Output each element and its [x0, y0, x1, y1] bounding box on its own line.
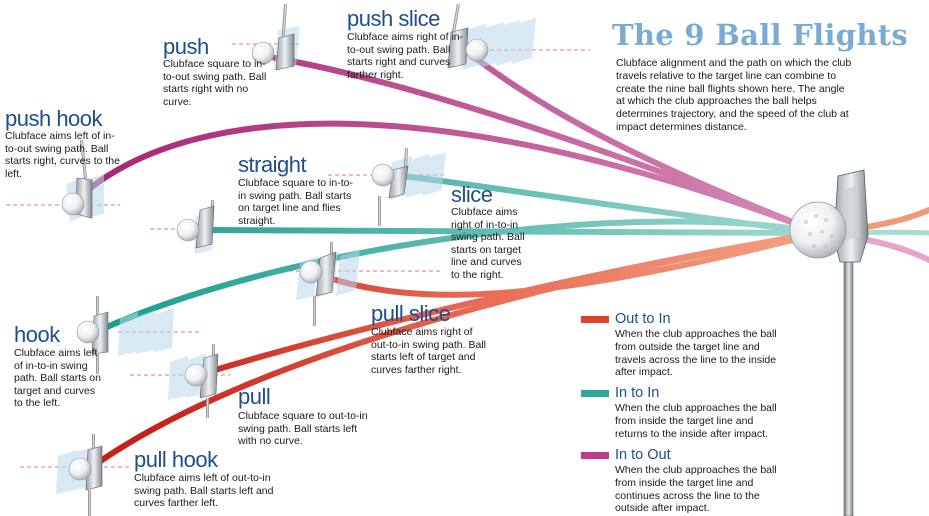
flight-desc-pull-hook: Clubface aims left of out-to-in swing pa… — [134, 472, 274, 509]
flight-desc-push: Clubface square to in-to-out swing path.… — [163, 58, 267, 108]
flight-title-push: push — [163, 34, 209, 59]
flight-title-pull: pull — [238, 384, 271, 409]
flight-desc-slice: Clubface aims right of in-to-in swing pa… — [451, 206, 525, 281]
flight-desc-hook: Clubface aims left of in-to-in swing pat… — [14, 347, 101, 409]
flight-desc-straight: Clubface square to in-to-in swing path. … — [238, 177, 353, 227]
golf-balls — [61, 38, 489, 481]
legend-desc-in-to-out: When the club approaches the ball from i… — [615, 464, 777, 515]
flight-title-pull-hook: pull hook — [134, 447, 218, 472]
impact-club — [789, 169, 869, 516]
legend-desc-in-to-in: When the club approaches the ball from i… — [615, 402, 777, 440]
legend-swatch-in-to-out — [581, 452, 609, 459]
flight-desc-pull: Clubface square to out-to-in swing path.… — [238, 410, 368, 447]
legend-swatch-in-to-in — [581, 390, 609, 397]
legend-title-out-to-in: Out to In — [615, 311, 671, 327]
legend-title-in-to-in: In to In — [615, 385, 660, 401]
flight-desc-push-slice: Clubface aims right of in-to-out swing p… — [347, 31, 464, 81]
flight-title-hook: hook — [14, 322, 60, 347]
intro-text: Clubface alignment and the path on which… — [616, 57, 852, 133]
legend-swatch-out-to-in — [581, 316, 609, 323]
flight-title-straight: straight — [238, 152, 307, 177]
club-heads — [75, 3, 469, 516]
legend-title-in-to-out: In to Out — [615, 447, 671, 463]
flight-title-pull-slice: pull slice — [371, 301, 451, 326]
flight-title-slice: slice — [451, 182, 493, 207]
flight-desc-pull-slice: Clubface aims right of out-to-in swing p… — [371, 326, 486, 376]
flight-title-push-hook: push hook — [5, 106, 103, 131]
flight-desc-push-hook: Clubface aims left of in-to-out swing pa… — [5, 130, 120, 180]
legend-desc-out-to-in: When the club approaches the ball from o… — [615, 328, 777, 379]
main-title: The 9 Ball Flights — [612, 18, 909, 52]
flight-title-push-slice: push slice — [347, 6, 440, 31]
